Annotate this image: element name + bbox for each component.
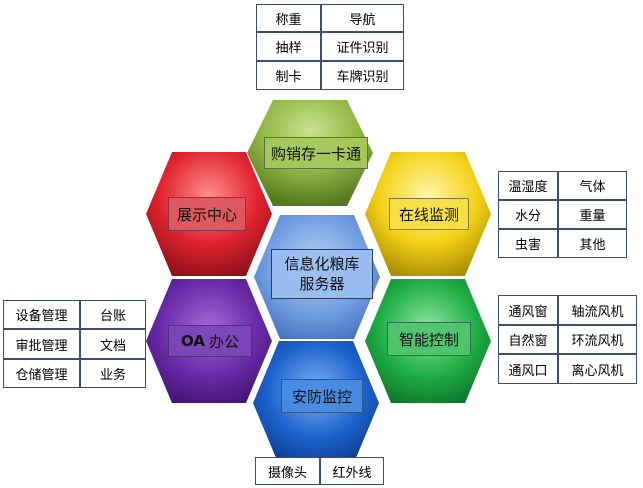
monitor-item: 虫害 (498, 229, 558, 258)
label-display: 展示中心 (168, 197, 246, 231)
control-item: 自然窗 (498, 325, 558, 354)
purchase-item: 证件识别 (321, 32, 404, 61)
control-item: 通风窗 (498, 295, 558, 325)
purchase-item: 抽样 (256, 32, 321, 61)
oa-item: 业务 (80, 359, 146, 388)
label-control: 智能控制 (387, 322, 471, 356)
monitor-item: 水分 (498, 200, 558, 229)
label-purchase: 购销存一卡通 (264, 137, 368, 169)
label-oa-prefix: OA (181, 332, 205, 350)
label-center: 信息化粮库 服务器 (271, 249, 373, 299)
monitor-item: 重量 (558, 200, 627, 229)
security-item: 摄像头 (255, 457, 320, 485)
label-oa-text: 办公 (208, 332, 239, 351)
oa-item: 设备管理 (3, 300, 80, 329)
purchase-item: 车牌识别 (321, 61, 404, 90)
oa-item: 台账 (80, 300, 146, 329)
purchase-item: 称重 (256, 4, 321, 32)
oa-item: 仓储管理 (3, 359, 80, 388)
purchase-item: 导航 (321, 4, 404, 32)
purchase-item: 制卡 (256, 61, 321, 90)
label-security: 安防监控 (281, 379, 363, 413)
center-line-1: 信息化粮库 (284, 255, 360, 273)
monitor-item: 温湿度 (498, 171, 558, 200)
monitor-item: 气体 (558, 171, 627, 200)
control-item: 环流风机 (558, 325, 637, 354)
oa-item: 文档 (80, 329, 146, 359)
label-monitor: 在线监测 (389, 198, 469, 230)
control-item: 轴流风机 (558, 295, 637, 325)
security-item: 红外线 (320, 457, 384, 485)
center-line-2: 服务器 (299, 275, 345, 293)
monitor-item: 其他 (558, 229, 627, 258)
control-item: 离心风机 (558, 354, 637, 384)
control-item: 通风口 (498, 354, 558, 384)
oa-item: 审批管理 (3, 329, 80, 359)
